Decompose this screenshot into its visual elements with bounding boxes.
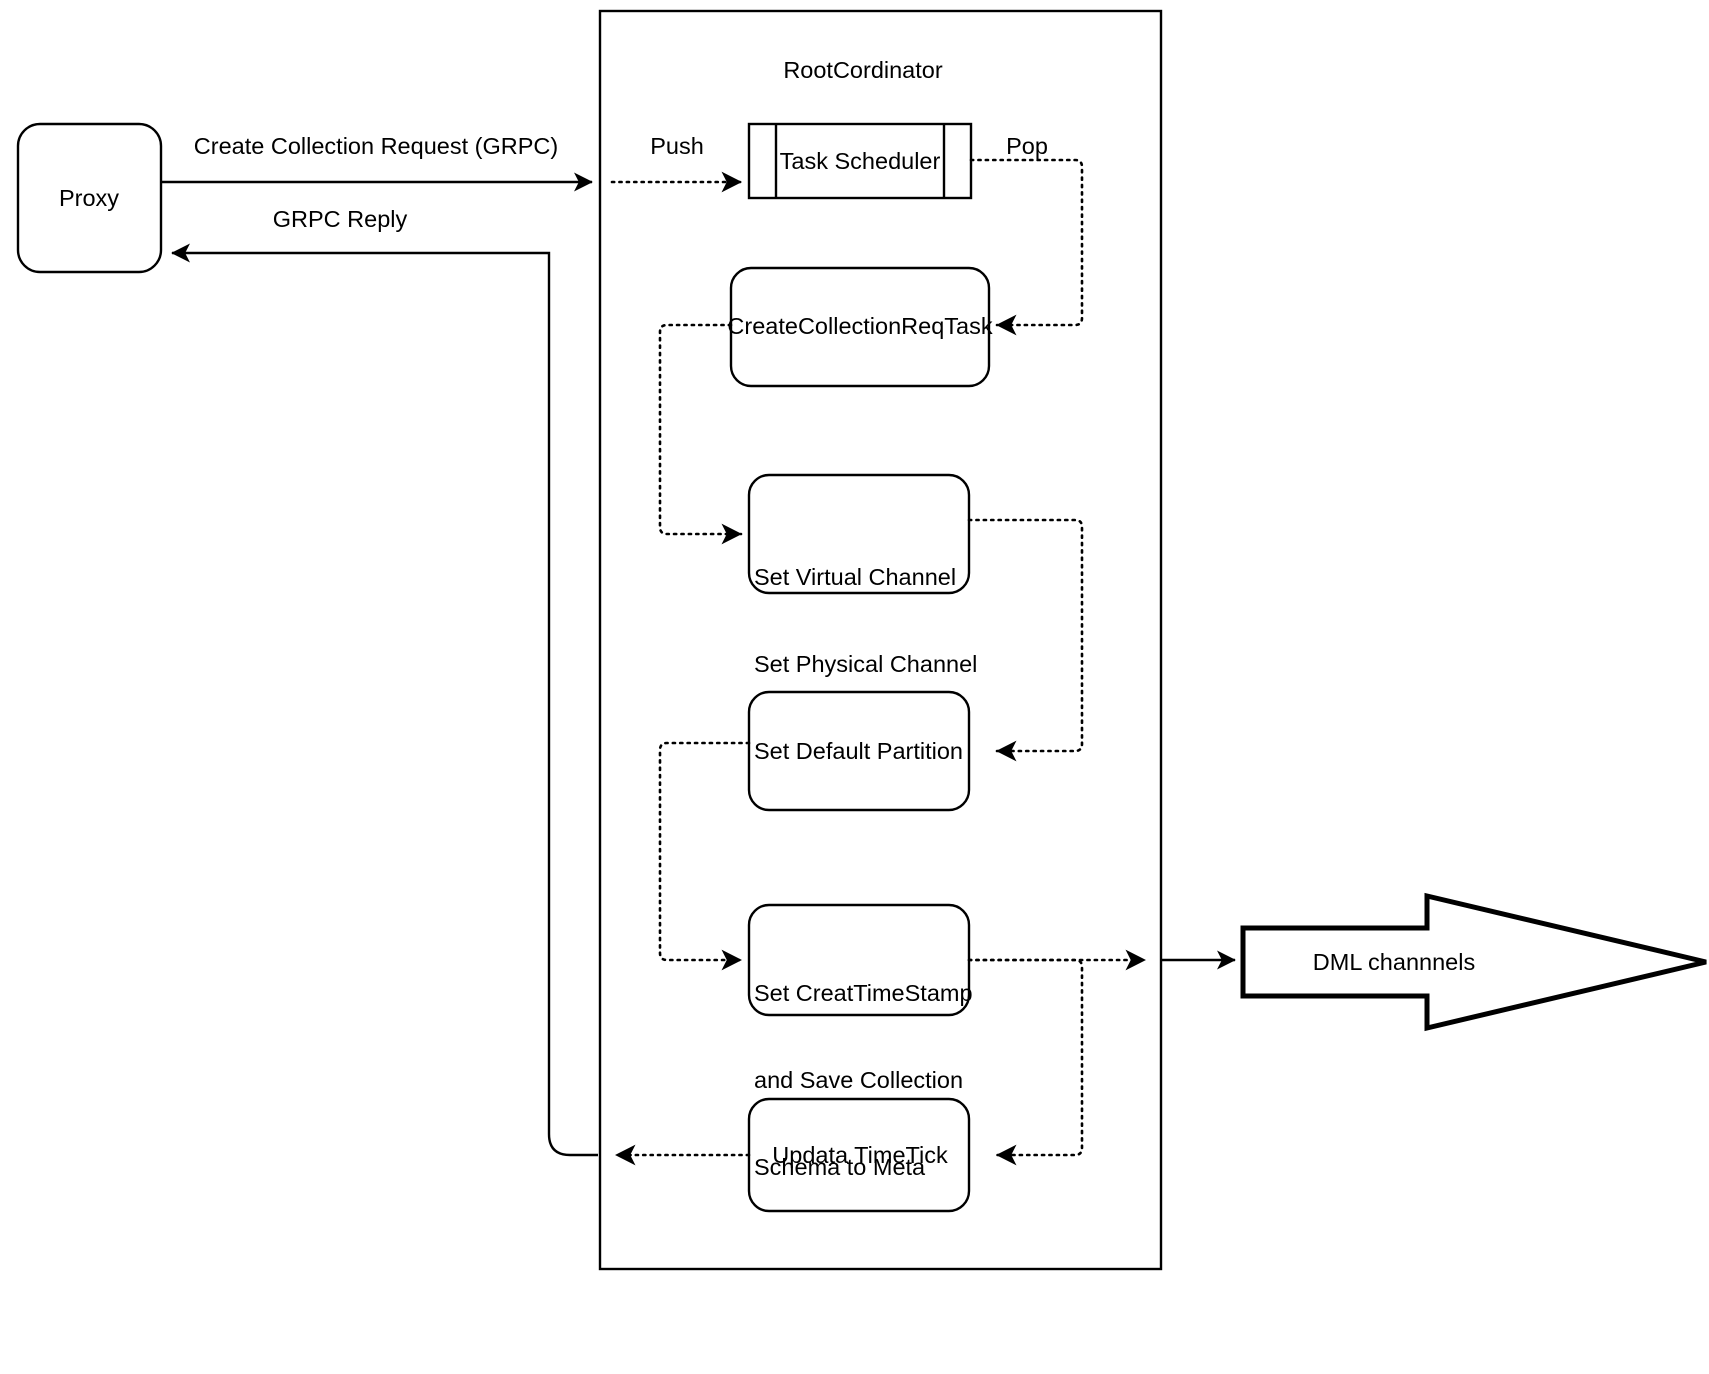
- set-timestamp-label-line1: Set CreatTimeStamp: [754, 980, 973, 1006]
- edge-label-create-collection-request: Create Collection Request (GRPC): [193, 133, 559, 159]
- rootcordinator-container: [598, 9, 1163, 1271]
- task-scheduler-node[interactable]: [747, 122, 973, 200]
- edge-label-push: Push: [650, 133, 704, 159]
- set-timestamp-label: Set CreatTimeStamp and Save Collection S…: [754, 921, 973, 1240]
- set-default-partition-label: Set Default Partition: [754, 738, 963, 764]
- edge-channel-to-partition: [967, 518, 1084, 762]
- edge-label-pop: Pop: [1006, 133, 1048, 159]
- rootcordinator-title: RootCordinator: [783, 57, 943, 83]
- set-channel-label-line2: Set Physical Channel: [754, 651, 978, 677]
- update-timetick-label: Updata TimeTick: [772, 1142, 948, 1168]
- dml-channels-label: DML channnels: [1312, 949, 1476, 975]
- edge-task-to-channel: [658, 323, 743, 545]
- set-default-partition-node[interactable]: [747, 690, 971, 812]
- set-channel-label: Set Virtual Channel Set Physical Channel: [754, 505, 977, 737]
- set-timestamp-label-line2: and Save Collection: [754, 1067, 964, 1093]
- create-collection-req-task-node[interactable]: [729, 266, 991, 388]
- proxy-label: Proxy: [58, 185, 120, 211]
- dml-channels-arrow[interactable]: [1240, 892, 1707, 1032]
- edge-timestamp-to-timetick: [967, 958, 1084, 1166]
- create-collection-req-task-label: CreateCollectionReqTask: [727, 313, 993, 339]
- edge-grpc-reply: [171, 243, 598, 1157]
- edge-label-grpc-reply: GRPC Reply: [272, 206, 408, 232]
- edge-pop: [969, 158, 1084, 336]
- set-timestamp-label-line3: Schema to Meta: [754, 1154, 926, 1180]
- task-scheduler-label: Task Scheduler: [779, 148, 941, 174]
- edge-partition-to-timestamp: [658, 741, 751, 971]
- set-channel-node[interactable]: [747, 473, 971, 595]
- proxy-node[interactable]: [16, 122, 163, 274]
- set-channel-label-line1: Set Virtual Channel: [754, 564, 957, 590]
